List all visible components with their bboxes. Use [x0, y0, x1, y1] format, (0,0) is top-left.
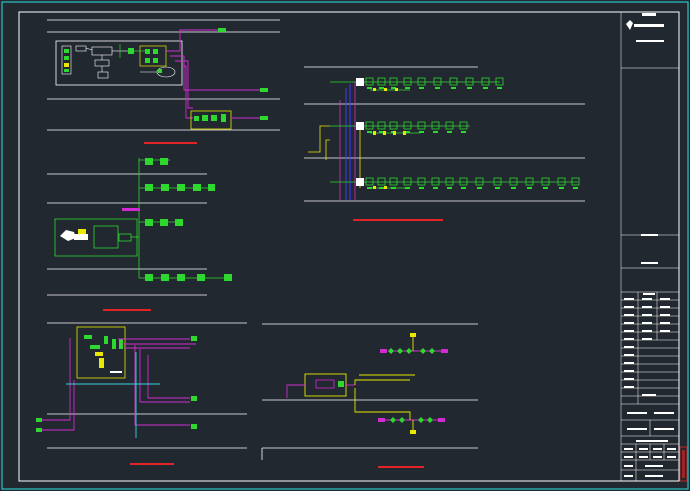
title-block-marks [624, 13, 676, 477]
floor-3-devices [365, 77, 504, 89]
device-symbol [459, 121, 468, 130]
device-label-mark [511, 187, 516, 189]
device-symbol [465, 77, 474, 86]
device-symbol [525, 177, 534, 186]
device-symbol [365, 121, 374, 130]
device-symbol [481, 77, 490, 86]
device-symbol [389, 177, 398, 186]
device-symbol [417, 121, 426, 130]
device-label-mark [419, 131, 424, 133]
device-symbol [433, 77, 442, 86]
device-symbol [495, 77, 504, 86]
device-label-mark [495, 187, 500, 189]
section-2-devices [145, 158, 232, 281]
device-label-mark [543, 187, 548, 189]
device-label-mark [419, 87, 424, 89]
diagram-section-5 [261, 323, 478, 468]
diagram-section-1 [47, 19, 280, 144]
device-symbol [445, 177, 454, 186]
device-label-mark [405, 131, 410, 133]
device-symbol [365, 177, 374, 186]
device-label-mark [433, 131, 438, 133]
section-1-title-bar [144, 142, 197, 144]
title-block [620, 12, 680, 481]
device-symbol [377, 177, 386, 186]
device-symbol [571, 177, 580, 186]
device-label-mark [451, 87, 456, 89]
device-symbol [475, 177, 484, 186]
device-label-mark [447, 131, 452, 133]
device-symbol [403, 177, 412, 186]
device-label-mark [435, 87, 440, 89]
device-label-mark [379, 187, 384, 189]
device-label-mark [367, 131, 372, 133]
device-symbol [541, 177, 550, 186]
approval-stamp-mark [682, 450, 685, 478]
device-label-mark [477, 187, 482, 189]
device-symbol [431, 121, 440, 130]
device-label-mark [573, 187, 578, 189]
device-label-mark [379, 87, 384, 89]
device-symbol [403, 77, 412, 86]
device-label-mark [467, 87, 472, 89]
section-2-title-bar [103, 309, 151, 311]
device-symbol [377, 77, 386, 86]
device-symbol [449, 77, 458, 86]
device-label-mark [483, 87, 488, 89]
section-3-title-bar [353, 219, 443, 221]
device-label-mark [379, 131, 384, 133]
device-symbol [445, 121, 454, 130]
company-logo-icon [626, 20, 664, 30]
floor-2-devices [365, 121, 468, 133]
device-label-mark [405, 187, 410, 189]
device-label-mark [367, 187, 372, 189]
device-label-mark [405, 87, 410, 89]
device-label-mark [447, 187, 452, 189]
device-symbol [417, 177, 426, 186]
device-label-mark [497, 87, 502, 89]
device-label-mark [461, 131, 466, 133]
device-symbol [459, 177, 468, 186]
diagram-section-2 [47, 158, 232, 311]
device-symbol [417, 77, 426, 86]
device-symbol [389, 121, 398, 130]
device-symbol [403, 121, 412, 130]
section-4-title-bar [130, 463, 174, 465]
section-5-title-bar [378, 466, 424, 468]
diagram-section-3 [304, 66, 585, 221]
device-label-mark [461, 187, 466, 189]
device-label-mark [559, 187, 564, 189]
device-label-mark [419, 187, 424, 189]
device-symbol [431, 177, 440, 186]
device-label-mark [433, 187, 438, 189]
device-symbol [493, 177, 502, 186]
device-label-mark [391, 187, 396, 189]
floor-1-devices [365, 177, 580, 189]
device-symbol [365, 77, 374, 86]
device-symbol [557, 177, 566, 186]
device-label-mark [527, 187, 532, 189]
approval-stamp [679, 446, 688, 482]
device-symbol [377, 121, 386, 130]
device-symbol [509, 177, 518, 186]
diagram-section-4 [36, 322, 247, 465]
device-symbol [389, 77, 398, 86]
device-label-mark [391, 87, 396, 89]
device-label-mark [367, 87, 372, 89]
